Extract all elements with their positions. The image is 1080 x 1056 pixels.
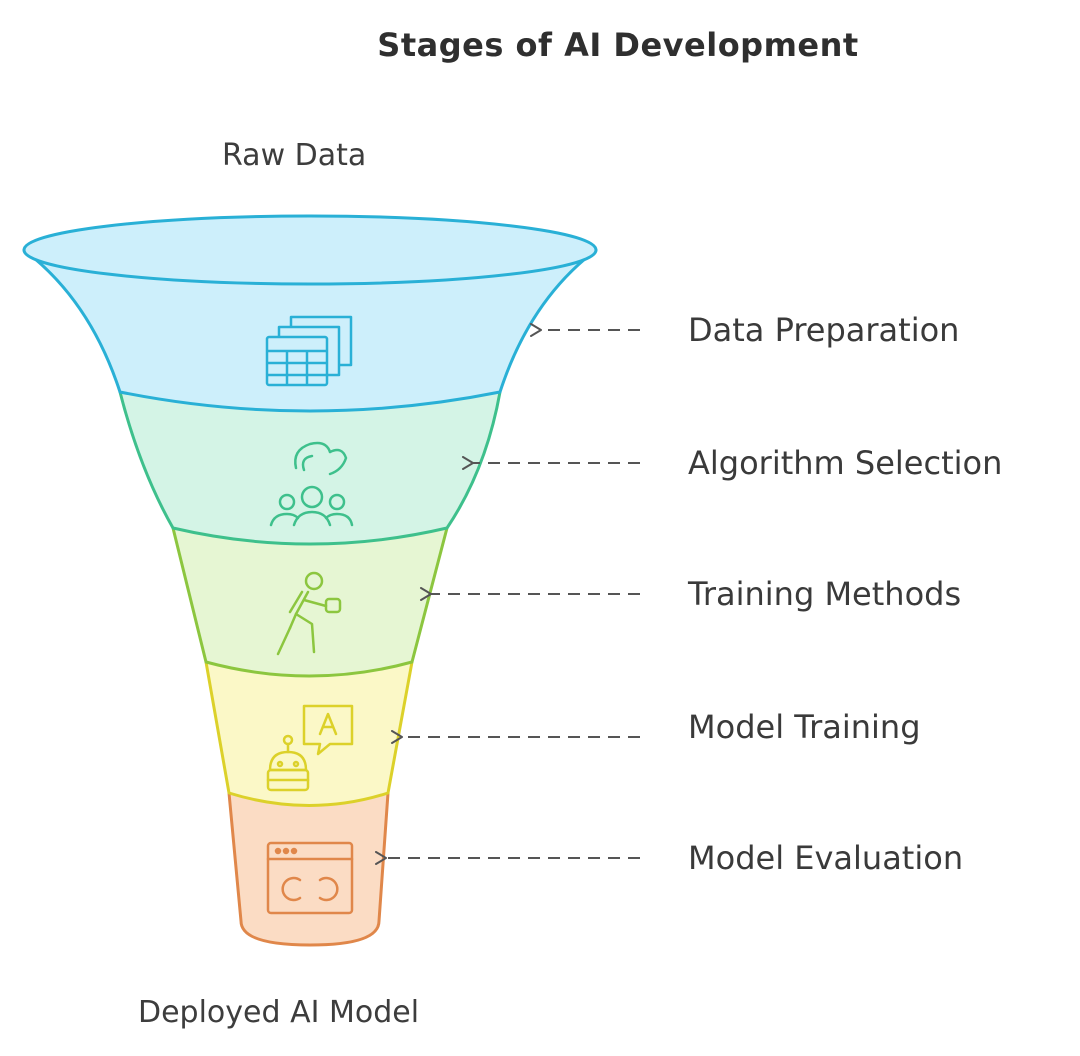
browser-window-icon: [266, 841, 354, 915]
exercise-figure-icon: [276, 571, 342, 656]
funnel-segment-model-training: [204, 660, 414, 807]
table-stack-icon: [265, 315, 353, 387]
team-hand-icon: [269, 441, 354, 527]
stage-label-data-preparation: Data Preparation: [688, 311, 960, 349]
connector-arrows: [375, 323, 640, 865]
stage-label-algorithm-selection: Algorithm Selection: [688, 444, 1003, 482]
funnel-segment-data-preparation: [22, 214, 598, 413]
diagram-title: Stages of AI Development: [377, 26, 859, 64]
input-label: Raw Data: [222, 138, 367, 173]
stage-label-model-training: Model Training: [688, 708, 921, 746]
stage-label-model-evaluation: Model Evaluation: [688, 839, 964, 877]
funnel-segment-model-evaluation: [227, 791, 390, 947]
robot-chat-icon: [266, 704, 354, 792]
stage-label-training-methods: Training Methods: [688, 575, 962, 613]
funnel-segment-algorithm-selection: [118, 390, 502, 546]
output-label: Deployed AI Model: [138, 995, 420, 1030]
